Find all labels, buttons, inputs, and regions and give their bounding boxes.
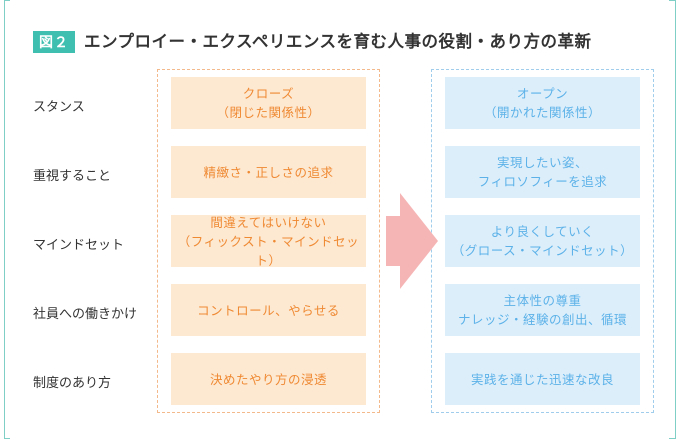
before-box-line: 決めたやり方の浸透 <box>209 371 327 387</box>
after-box-line: フィロソフィーを追求 <box>477 174 608 189</box>
row-label-system: 制度のあり方 <box>33 376 112 391</box>
frame-corner-top-right <box>669 0 676 1</box>
row-label-employee-approach: 社員への働きかけ <box>33 307 138 322</box>
after-box-line: ナレッジ・経験の創出、循環 <box>457 312 627 327</box>
after-box-mindset: より良くしていく （グロース・マインドセット） <box>445 215 640 267</box>
arrow-right-icon <box>386 193 438 289</box>
before-box-mindset: 間違えてはいけない （フィックスト・マインドセット） <box>171 214 366 268</box>
figure-number-badge: 図２ <box>33 31 75 53</box>
after-box-line: 主体性の尊重 <box>503 293 582 308</box>
after-box-line: 実現したい姿、 <box>496 155 588 170</box>
after-box-line: 実践を通じた迅速な改良 <box>470 371 614 387</box>
before-box-line: 間違えてはいけない <box>210 214 327 230</box>
before-box-stance: クローズ （閉じた関係性） <box>171 77 366 129</box>
before-box-line: クローズ <box>242 86 295 101</box>
after-box-line: オープン <box>516 86 569 101</box>
before-box-system: 決めたやり方の浸透 <box>171 353 366 405</box>
after-box-line: （グロース・マインドセット） <box>451 243 634 258</box>
before-column-frame <box>157 69 380 413</box>
figure-title: エンプロイー・エクスペリエンスを育む人事の役割・あり方の革新 <box>84 32 592 51</box>
after-box-line: （開かれた関係性） <box>483 105 601 120</box>
row-label-priority: 重視すること <box>33 169 112 184</box>
before-box-employee-approach: コントロール、やらせる <box>171 284 366 336</box>
frame-border-right <box>675 0 676 439</box>
row-label-mindset: マインドセット <box>33 238 125 253</box>
frame-corner-top-left <box>4 0 10 1</box>
before-box-priority: 精緻さ・正しさの追求 <box>171 146 366 198</box>
before-box-line: （閉じた関係性） <box>216 105 321 120</box>
after-box-stance: オープン （開かれた関係性） <box>445 77 640 129</box>
after-box-employee-approach: 主体性の尊重 ナレッジ・経験の創出、循環 <box>445 284 640 336</box>
after-box-line: より良くしていく <box>490 224 595 239</box>
after-box-system: 実践を通じた迅速な改良 <box>445 353 640 405</box>
before-box-line: （フィックスト・マインドセット） <box>177 233 360 268</box>
before-box-line: コントロール、やらせる <box>197 302 340 318</box>
frame-border-left <box>4 0 5 439</box>
row-label-stance: スタンス <box>33 100 85 115</box>
before-box-line: 精緻さ・正しさの追求 <box>203 164 334 180</box>
after-box-priority: 実現したい姿、 フィロソフィーを追求 <box>445 146 640 198</box>
